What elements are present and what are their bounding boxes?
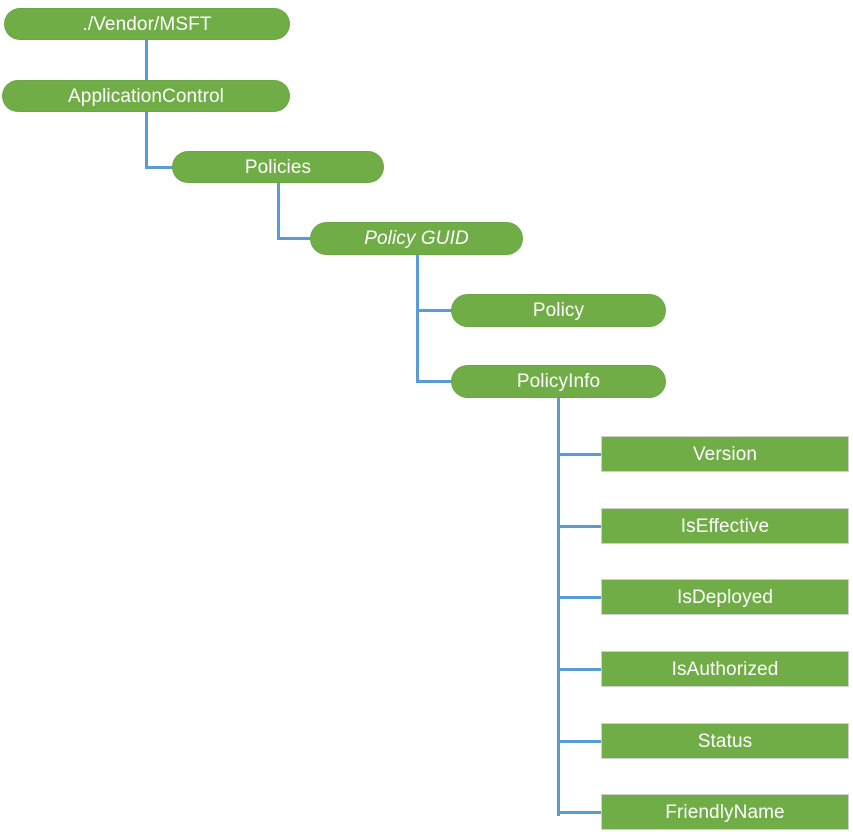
node-label-status: Status (697, 730, 753, 752)
connector-appcontrol-policies-v (145, 110, 148, 168)
node-status[interactable]: Status (601, 723, 849, 759)
node-label-appcontrol: ApplicationControl (68, 85, 224, 107)
node-label-friendlyname: FriendlyName (665, 801, 785, 823)
connector-guid-policyinfo-h (416, 380, 454, 383)
connector-guid-trunk (416, 253, 419, 382)
node-policies[interactable]: Policies (172, 151, 384, 183)
connector-vendor-appcontrol (145, 38, 148, 82)
connector-leaf-version-h (557, 453, 604, 456)
node-label-iseffective: IsEffective (680, 515, 770, 537)
node-label-policy: Policy (532, 300, 585, 321)
node-policyinfo[interactable]: PolicyInfo (451, 365, 666, 398)
node-isauthorized[interactable]: IsAuthorized (601, 651, 849, 687)
connector-guid-policy-h (416, 309, 454, 312)
node-policy[interactable]: Policy (451, 294, 666, 327)
node-appcontrol[interactable]: ApplicationControl (2, 80, 290, 112)
connector-policies-guid-v (277, 181, 280, 239)
connector-policyinfo-trunk (557, 396, 560, 816)
node-iseffective[interactable]: IsEffective (601, 508, 849, 544)
connector-policies-guid-h (277, 237, 313, 240)
node-vendor[interactable]: ./Vendor/MSFT (4, 8, 290, 40)
connector-leaf-friendlyname-h (557, 811, 604, 814)
node-friendlyname[interactable]: FriendlyName (601, 794, 849, 830)
node-label-policyguid: Policy GUID (364, 228, 469, 249)
node-label-isdeployed: IsDeployed (676, 586, 774, 608)
connector-leaf-isdeployed-h (557, 596, 604, 599)
connector-leaf-isauthorized-h (557, 668, 604, 671)
node-version[interactable]: Version (601, 436, 849, 472)
connector-leaf-status-h (557, 740, 604, 743)
node-policyguid[interactable]: Policy GUID (310, 222, 523, 255)
connector-leaf-iseffective-h (557, 525, 604, 528)
node-label-vendor: ./Vendor/MSFT (82, 13, 212, 35)
node-label-version: Version (692, 443, 758, 465)
node-label-policyinfo: PolicyInfo (516, 371, 601, 392)
node-label-isauthorized: IsAuthorized (671, 658, 779, 680)
node-label-policies: Policies (244, 156, 312, 178)
node-isdeployed[interactable]: IsDeployed (601, 579, 849, 615)
connector-appcontrol-policies-h (145, 166, 175, 169)
